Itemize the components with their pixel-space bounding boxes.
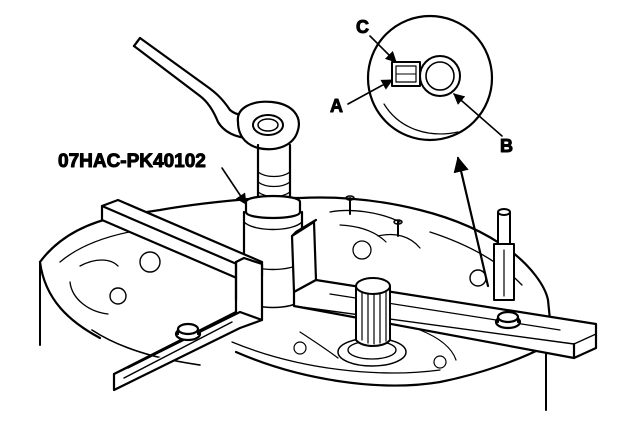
callout-b-label: B: [500, 136, 513, 156]
leader-detail: [453, 156, 490, 288]
left-arm: [112, 256, 264, 392]
leader-a: [347, 79, 393, 105]
detail-magnifier: [366, 14, 494, 142]
vertical-shaft: [493, 208, 515, 301]
leader-part-number: [221, 167, 247, 205]
leader-b: [453, 93, 503, 137]
callout-a-label: A: [330, 96, 343, 116]
wrench: [132, 36, 300, 151]
callout-c-label: C: [356, 17, 369, 37]
leader-c: [369, 35, 397, 63]
part-number-label: 07HAC-PK40102: [58, 151, 206, 172]
splined-shaft: [355, 277, 391, 347]
right-bar: [290, 218, 598, 360]
